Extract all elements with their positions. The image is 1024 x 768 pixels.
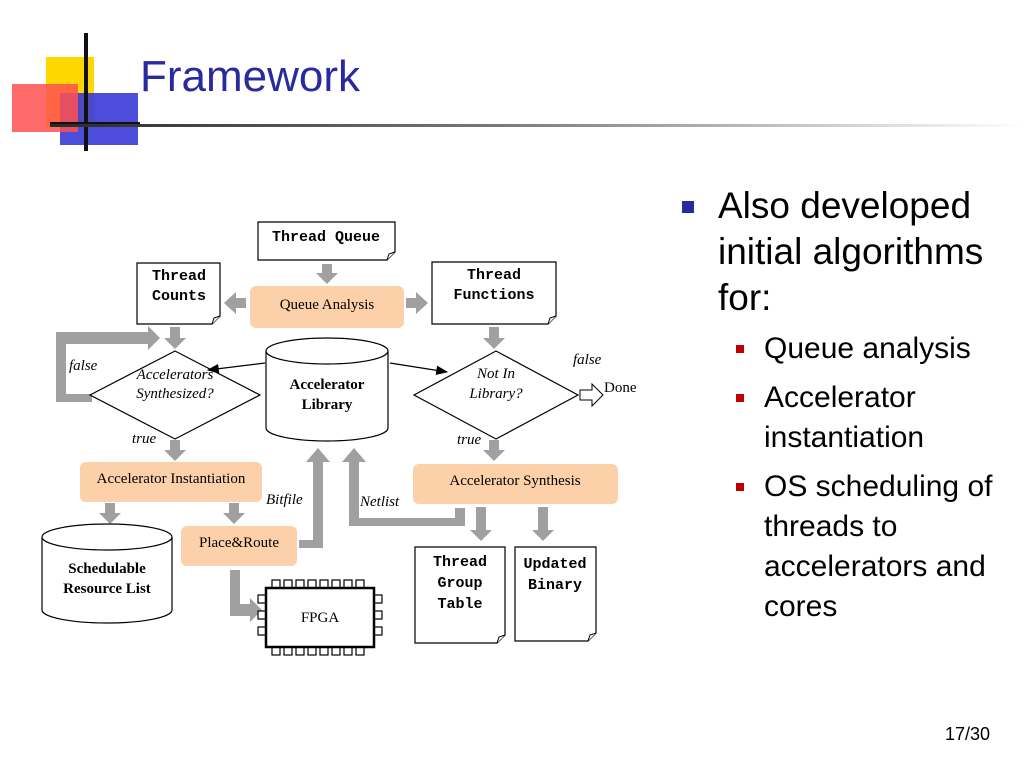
thread-group-table-line2: Group (437, 575, 482, 592)
thread-counts-label-line2: Counts (152, 288, 206, 305)
updated-binary-line1: Updated (523, 556, 586, 573)
thread-counts-label-line1: Thread (152, 268, 206, 285)
deco-vertical-line (84, 33, 88, 151)
arrow-synth-to-tgt (470, 507, 492, 541)
framework-diagram: Thread Queue Thread Counts Thread Functi… (41, 221, 637, 656)
accelerators-synthesized-decision: Accelerators Synthesized? (88, 350, 262, 440)
sub-bullet: Queue analysis (682, 329, 1012, 369)
arrow-counts-down (164, 327, 186, 349)
queue-analysis-label: Queue Analysis (280, 297, 375, 313)
thread-functions-label-line2: Functions (453, 287, 534, 304)
place-route-box: Place&Route (181, 526, 297, 566)
accelerator-synthesis-box: Accelerator Synthesis (413, 464, 618, 504)
accelerator-instantiation-box: Accelerator Instantiation (80, 462, 262, 502)
thread-group-table-document: Thread Group Table (414, 546, 506, 644)
arrow-inst-to-placeroute (223, 503, 245, 524)
thread-group-table-line1: Thread (433, 554, 487, 571)
thread-group-table-line3: Table (437, 596, 482, 613)
netlist-label: Netlist (359, 494, 400, 510)
accelerators-synthesized-line1: Accelerators (136, 367, 214, 383)
arrow-inst-to-resource (99, 503, 121, 524)
thread-queue-document: Thread Queue (257, 221, 396, 261)
place-route-label: Place&Route (199, 535, 279, 551)
accelerators-synthesized-line2: Synthesized? (136, 386, 214, 402)
library-to-synth-arrow (206, 362, 266, 374)
updated-binary-line2: Binary (528, 577, 582, 594)
arrow-synth-to-binary (532, 507, 554, 541)
true-left-label: true (132, 431, 157, 447)
sub-bullet-list: Queue analysis Accelerator instantiation… (682, 329, 1012, 627)
schedulable-resource-list-line2: Resource List (63, 581, 151, 597)
schedulable-resource-list-line1: Schedulable (68, 561, 146, 577)
arrow-to-thread-functions (406, 292, 428, 314)
done-label: Done (604, 380, 637, 396)
accelerator-library-line2: Library (302, 397, 353, 413)
arrow-bitfile-up (299, 448, 330, 548)
fpga-label: FPGA (301, 610, 340, 626)
page-number: 17/30 (944, 724, 990, 744)
not-in-library-line2: Library? (468, 386, 523, 402)
accelerator-library-database: Accelerator Library (265, 337, 389, 442)
arrow-false-loop (56, 326, 160, 402)
thread-functions-document: Thread Functions (431, 261, 557, 325)
thread-queue-label: Thread Queue (272, 229, 380, 246)
sub-bullet: Accelerator instantiation (682, 378, 1012, 458)
not-in-library-line1: Not In (476, 366, 515, 382)
bullet-list: Also developed initial algorithms for: Q… (682, 183, 1012, 636)
title-divider (50, 124, 1024, 127)
false-left-label: false (69, 358, 98, 374)
bullet-main: Also developed initial algorithms for: (682, 183, 1012, 321)
arrow-true-left-down (164, 440, 186, 461)
done-arrow (579, 382, 604, 408)
sub-bullet-square-icon (736, 483, 744, 491)
arrow-to-thread-counts (224, 292, 246, 314)
thread-functions-label-line1: Thread (467, 267, 521, 284)
corner-decoration (12, 33, 140, 151)
accelerator-instantiation-label: Accelerator Instantiation (97, 471, 246, 487)
thread-counts-document: Thread Counts (136, 262, 221, 325)
sub-bullet-text: Accelerator instantiation (764, 381, 925, 454)
flow-arrows (56, 264, 554, 622)
arrow-true-right-down (483, 440, 505, 461)
bitfile-label: Bitfile (266, 492, 303, 508)
sub-bullet-text: Queue analysis (764, 332, 971, 365)
not-in-library-decision: Not In Library? (412, 350, 580, 440)
arrow-to-fpga (230, 570, 262, 622)
slide-title: Framework (140, 52, 361, 101)
sub-bullet-square-icon (736, 345, 744, 353)
schedulable-resource-list-database: Schedulable Resource List (41, 523, 173, 624)
queue-analysis-box: Queue Analysis (250, 286, 404, 328)
arrow-queue-down (316, 264, 338, 284)
false-right-label: false (573, 352, 602, 368)
library-to-notin-arrow (389, 362, 449, 376)
arrow-netlist-up (342, 448, 465, 526)
sub-bullet-square-icon (736, 394, 744, 402)
bullet-square-icon (682, 201, 694, 213)
sub-bullet: OS scheduling of threads to accelerators… (682, 467, 1012, 627)
bullet-main-text: Also developed initial algorithms for: (718, 185, 984, 318)
true-right-label: true (457, 432, 482, 448)
sub-bullet-text: OS scheduling of threads to accelerators… (764, 470, 993, 623)
accelerator-library-line1: Accelerator (290, 377, 365, 393)
accelerator-synthesis-label: Accelerator Synthesis (449, 473, 580, 489)
arrow-functions-down (483, 327, 505, 349)
updated-binary-document: Updated Binary (514, 546, 597, 642)
fpga-chip: FPGA (257, 579, 383, 656)
deco-horizontal-line (50, 122, 140, 125)
